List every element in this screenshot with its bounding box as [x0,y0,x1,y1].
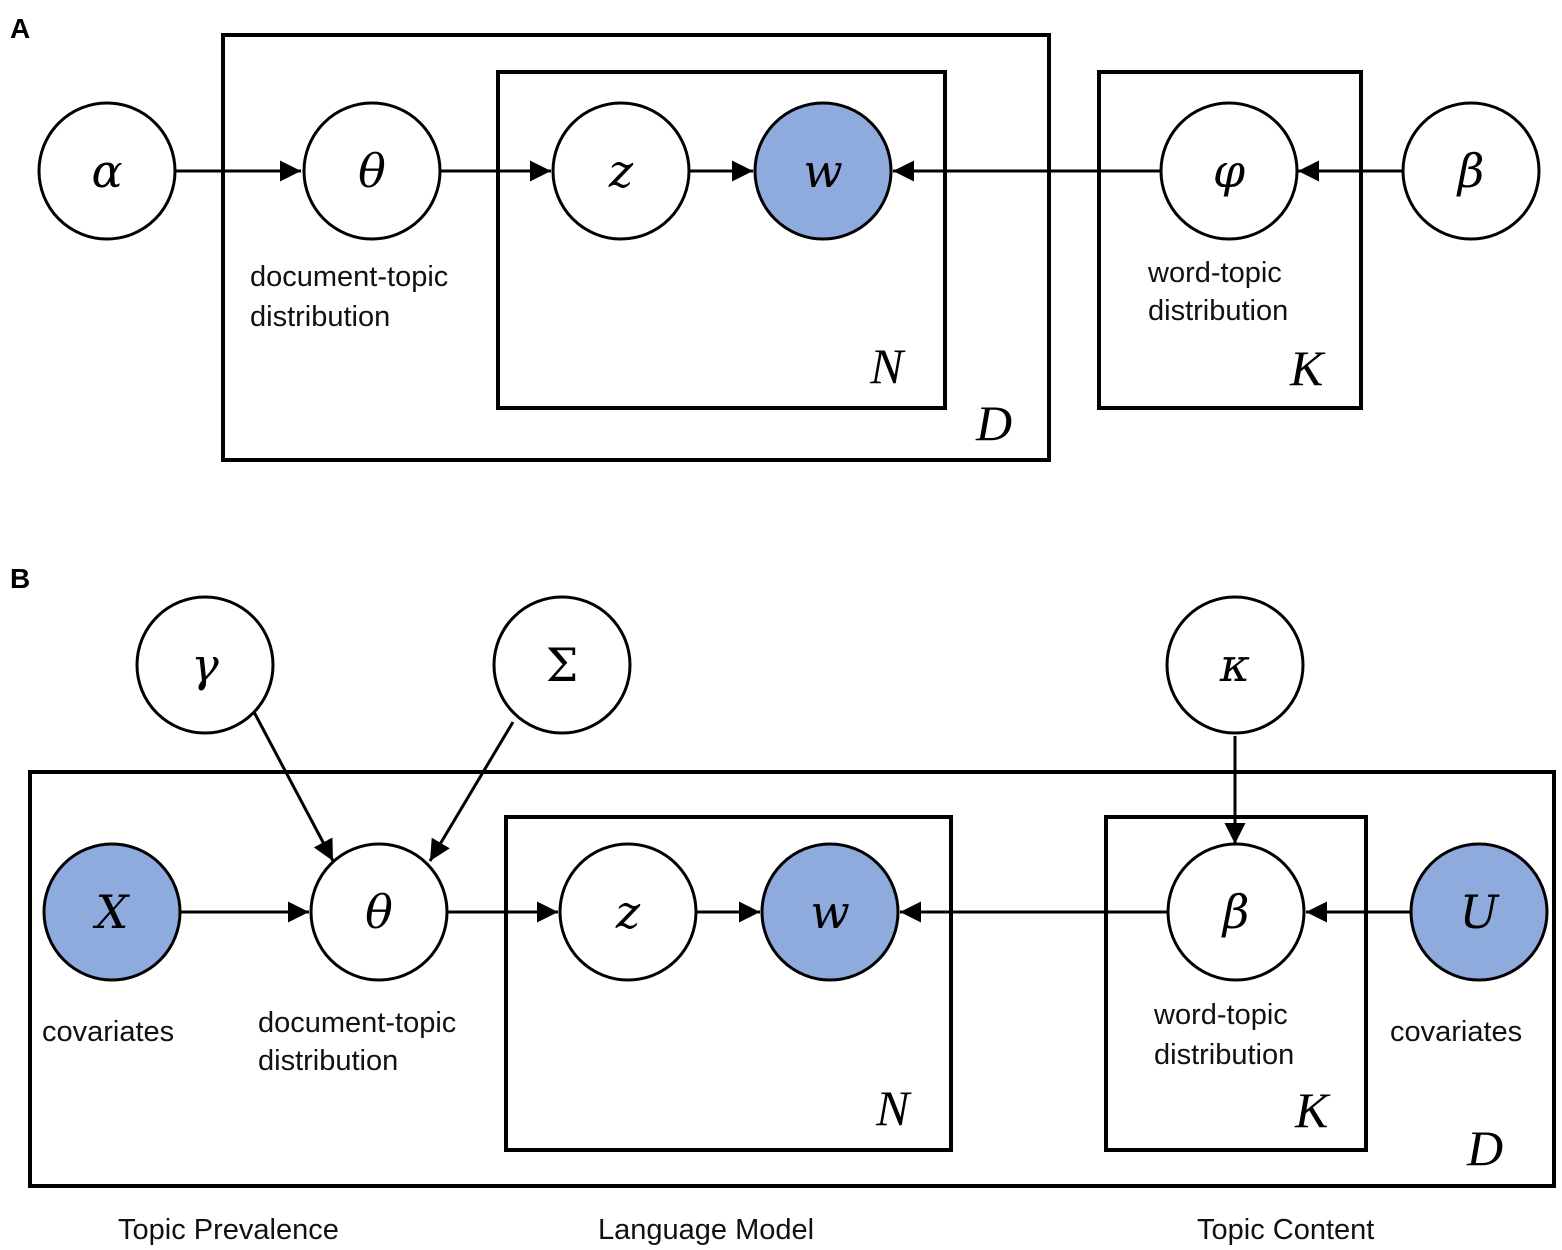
plate-b-d-label: D [1466,1120,1503,1176]
label-a-doc-topic-2: distribution [250,301,390,333]
node-a-z [551,101,691,241]
node-a-beta-symbol: β [1456,144,1485,198]
panel-b-label: B [10,563,30,594]
label-a-word-topic-1: word-topic [1147,257,1282,289]
panel-a-label: A [10,13,30,44]
node-b-gamma-symbol: γ [191,638,219,692]
label-b-covariates-right: covariates [1390,1016,1522,1048]
edge-b-sigma-theta [428,721,515,862]
label-a-doc-topic-1: document-topic [250,261,448,293]
node-b-sigma-symbol: Σ [546,638,579,692]
node-b-theta-symbol: θ [365,885,393,939]
node-a-theta-symbol: θ [358,144,386,198]
node-a-alpha [37,101,177,241]
plate-a-d-label: D [975,395,1012,451]
node-a-phi [1159,101,1299,241]
label-a-word-topic-2: distribution [1148,295,1288,327]
section-topic-content: Topic Content [1197,1214,1374,1246]
plate-b-k-label: K [1294,1082,1331,1138]
node-a-w [753,101,893,241]
node-b-beta-symbol: β [1221,885,1250,939]
label-b-doc-topic-1: document-topic [258,1007,456,1039]
plate-a-k-label: K [1289,340,1326,396]
label-b-word-topic-1: word-topic [1153,999,1288,1031]
node-b-z [558,842,698,982]
node-b-kappa [1165,595,1305,735]
node-b-u-symbol: U [1460,885,1501,939]
node-b-kappa-symbol: κ [1219,638,1250,692]
edge-b-gamma-theta [252,711,335,862]
node-a-z-symbol: z [608,144,634,198]
node-b-x-symbol: X [93,885,131,939]
node-a-theta [302,101,442,241]
node-b-u [1409,842,1549,982]
node-b-sigma [492,595,632,735]
plate-a-d [221,33,1051,462]
node-a-phi-symbol: φ [1213,144,1246,198]
node-b-w [760,842,900,982]
node-b-beta [1166,842,1306,982]
node-b-x [42,842,182,982]
node-b-gamma [135,595,275,735]
plate-b-n [504,815,953,1152]
plate-a-k [1097,70,1363,410]
plate-b-n-label: N [875,1080,912,1136]
plate-a-n [496,70,947,410]
section-topic-prevalence: Topic Prevalence [118,1214,339,1246]
section-language-model: Language Model [598,1214,814,1246]
node-b-z-symbol: z [615,885,641,939]
node-a-w-symbol: w [803,144,842,198]
node-b-theta [309,842,449,982]
node-b-w-symbol: w [810,885,849,939]
plate-b-d [28,770,1556,1188]
node-a-beta [1401,101,1541,241]
node-a-alpha-symbol: α [91,144,122,198]
label-b-word-topic-2: distribution [1154,1039,1294,1071]
label-b-doc-topic-2: distribution [258,1045,398,1077]
label-b-covariates-left: covariates [42,1016,174,1048]
plate-a-n-label: N [869,338,906,394]
